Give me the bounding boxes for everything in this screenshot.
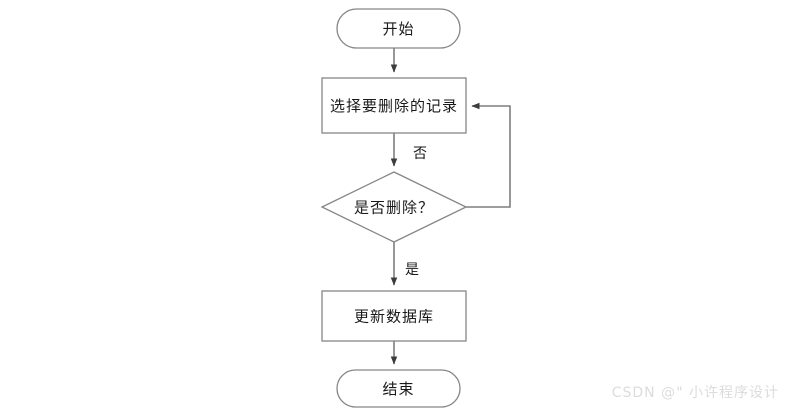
node-start-label: 开始 [382,20,414,38]
node-decision-delete-label: 是否删除？ [354,199,434,217]
edge-label-yes: 是 [405,262,419,278]
node-select-records-label: 选择要删除的记录 [330,97,458,115]
node-update-database-label: 更新数据库 [354,308,434,326]
node-start[interactable] [336,8,461,49]
node-select-records[interactable] [321,77,467,134]
node-update-database[interactable] [321,290,467,342]
node-end[interactable] [336,369,461,408]
edge-label-no: 否 [413,146,427,162]
csdn-watermark: CSDN @" 小许程序设计 [611,385,779,401]
node-end-label: 结束 [382,380,414,398]
node-decision-delete[interactable] [320,171,468,243]
edge-decision-no-loop [466,102,511,208]
